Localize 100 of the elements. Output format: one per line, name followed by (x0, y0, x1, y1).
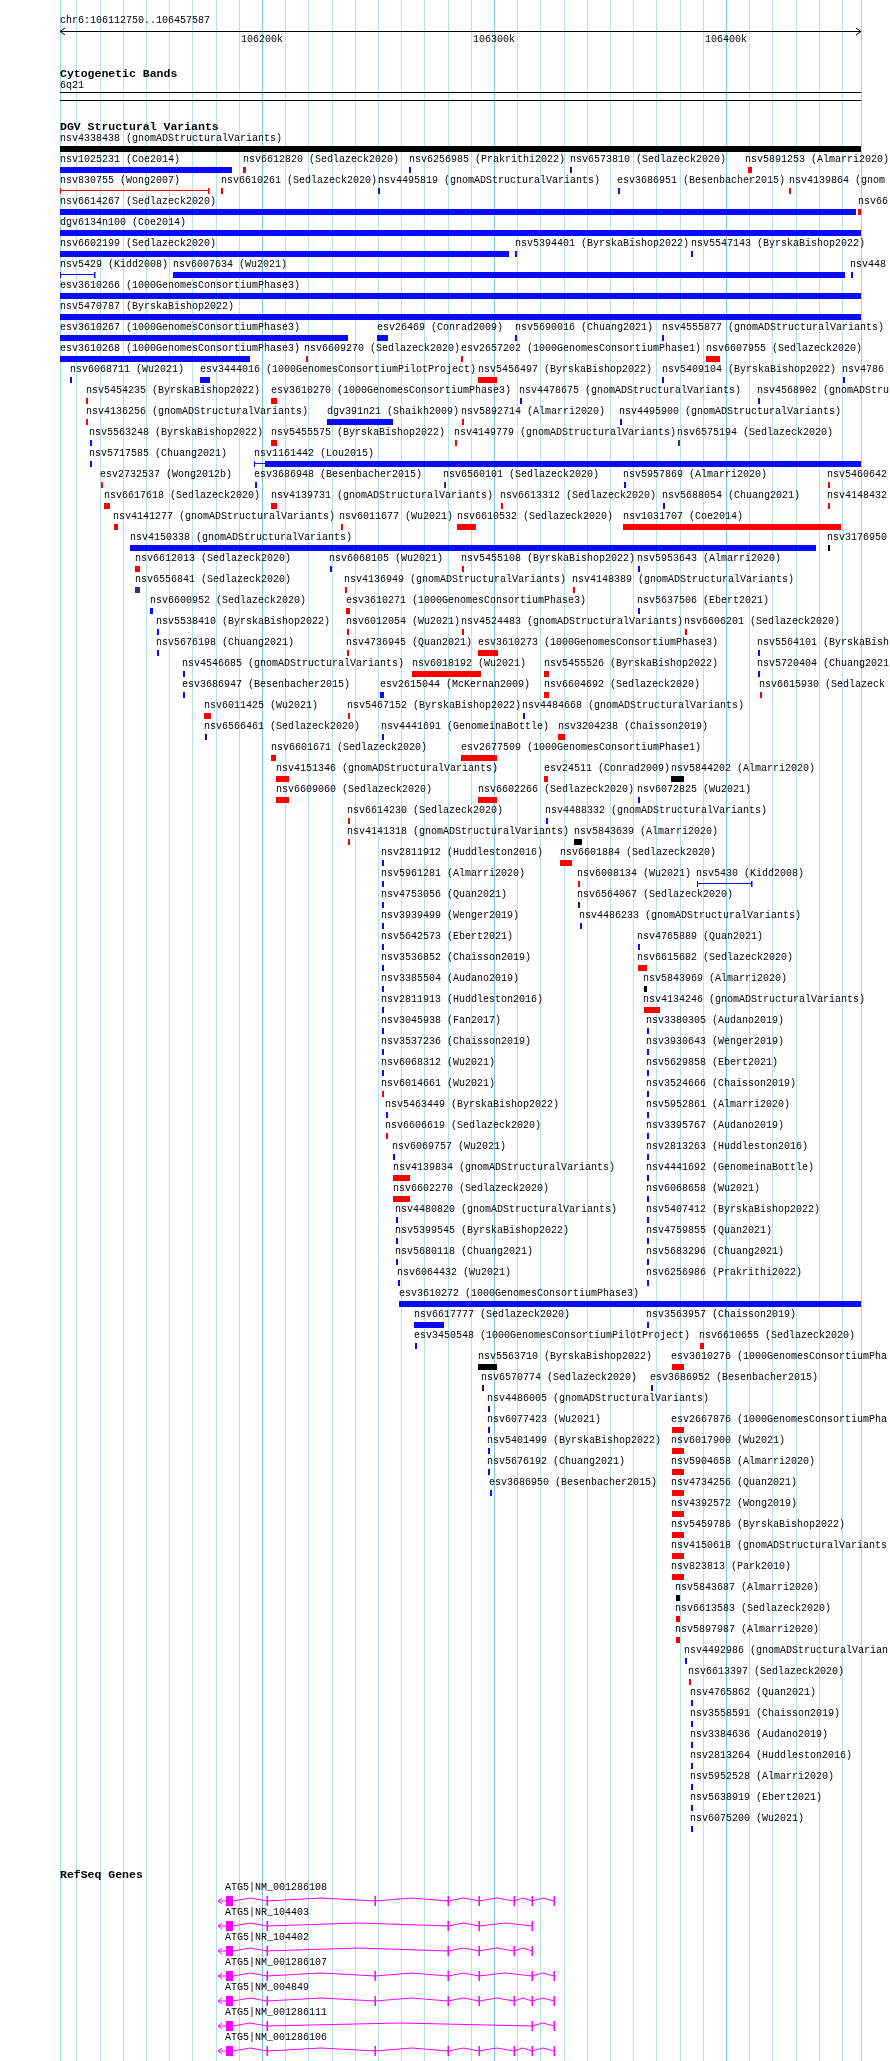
variant-label: nsv6609060 (Sedlazeck2020) (276, 784, 433, 796)
variant-label: esv3686950 (Besenbacher2015) (489, 1477, 658, 1489)
variant-label: nsv6069757 (Wu2021) (392, 1141, 507, 1153)
variant-label: nsv3384636 (Audano2019) (690, 1729, 829, 1741)
variant-label: nsv4568902 (gnomADStru (757, 385, 890, 397)
variant-label: nsv6602266 (Sedlazeck2020) (478, 784, 635, 796)
variant-label: nsv5563710 (ByrskaBishop2022) (478, 1351, 653, 1363)
variant-label: nsv5401499 (ByrskaBishop2022) (487, 1435, 662, 1447)
variant-label: nsv6256985 (Prakrithi2022) (409, 154, 566, 166)
variant-label: nsv5688054 (Chuang2021) (662, 490, 801, 502)
variant-label: esv2657202 (1000GenomesConsortiumPhase1) (461, 343, 702, 355)
track-title: RefSeq Genes (60, 1868, 143, 1881)
variant-label: nsv6014661 (Wu2021) (381, 1078, 496, 1090)
variant-label: nsv3176950 (827, 532, 887, 544)
variant-label: nsv4151346 (gnomADStructuralVariants) (276, 763, 499, 775)
variant-label: nsv4149779 (gnomADStructuralVariants) (454, 427, 677, 439)
variant-label: nsv6256986 (Prakrithi2022) (646, 1267, 803, 1279)
variant-label: nsv5455575 (ByrskaBishop2022) (271, 427, 446, 439)
variant-label: nsv4753056 (Quan2021) (381, 889, 508, 901)
variant-label: nsv66 (858, 196, 888, 208)
variant-label: nsv6609270 (Sedlazeck2020) (304, 343, 461, 355)
variant-label: esv3686947 (Besenbacher2015) (182, 679, 351, 691)
variant-label: nsv5547143 (ByrskaBishop2022) (691, 238, 866, 250)
variant-label: nsv3537236 (Chaisson2019) (381, 1036, 532, 1048)
variant-label: nsv3536852 (Chaisson2019) (381, 952, 532, 964)
variant-label: nsv5460642 (827, 469, 887, 481)
variant-label: nsv5455108 (ByrskaBishop2022) (461, 553, 636, 565)
variant-label: nsv6075200 (Wu2021) (690, 1813, 805, 1825)
variant-label: nsv6007634 (Wu2021) (173, 259, 288, 271)
variant-label: nsv6072825 (Wu2021) (637, 784, 752, 796)
variant-label: nsv4139864 (gnom (789, 175, 885, 187)
variant-label: nsv6613397 (Sedlazeck2020) (688, 1666, 845, 1678)
variant-label: nsv5843639 (Almarri2020) (574, 826, 719, 838)
variant-label: nsv5897987 (Almarri2020) (675, 1624, 820, 1636)
variant-label: nsv6011425 (Wu2021) (204, 700, 319, 712)
variant-label: nsv5454235 (ByrskaBishop2022) (86, 385, 261, 397)
transcript-label: ATG5|NM_001286107 (225, 1957, 328, 1969)
variant-label: nsv4136256 (gnomADStructuralVariants) (86, 406, 309, 418)
variant-label: nsv4480820 (gnomADStructuralVariants) (395, 1204, 618, 1216)
variant-label: nsv6573810 (Sedlazeck2020) (570, 154, 727, 166)
variant-label: nsv6600952 (Sedlazeck2020) (150, 595, 307, 607)
variant-label: nsv6610655 (Sedlazeck2020) (699, 1330, 856, 1342)
variant-label: nsv5637506 (Ebert2021) (637, 595, 770, 607)
variant-label: esv24511 (Conrad2009) (544, 763, 671, 775)
variant-label: nsv3939499 (Wenger2019) (381, 910, 520, 922)
variant-label: nsv4141318 (gnomADStructuralVariants) (347, 826, 570, 838)
variant-label: nsv823813 (Park2010) (671, 1561, 792, 1573)
variant-label: esv3686948 (Besenbacher2015) (254, 469, 423, 481)
variant-label: nsv6068105 (Wu2021) (329, 553, 444, 565)
variant-label: nsv5638919 (Ebert2021) (690, 1792, 823, 1804)
variant-label: nsv5538410 (ByrskaBishop2022) (156, 616, 331, 628)
variant-label: nsv4492986 (gnomADStructuralVarian (684, 1645, 889, 1657)
variant-label: nsv2811913 (Huddleston2016) (381, 994, 544, 1006)
variant-label: nsv6602199 (Sedlazeck2020) (60, 238, 217, 250)
variant-label: nsv6614267 (Sedlazeck2020) (60, 196, 217, 208)
variant-label: esv3610268 (1000GenomesConsortiumPhase3) (60, 343, 301, 355)
variant-label: nsv3045938 (Fan2017) (381, 1015, 502, 1027)
variant-label: nsv4338438 (gnomADStructuralVariants) (60, 133, 283, 145)
variant-label: nsv4148432 (827, 490, 887, 502)
variant-label: nsv6604692 (Sedlazeck2020) (544, 679, 701, 691)
variant-label: nsv4139834 (gnomADStructuralVariants) (393, 1162, 616, 1174)
variant-label: nsv5904658 (Almarri2020) (671, 1456, 816, 1468)
variant-label: nsv6017900 (Wu2021) (671, 1435, 786, 1447)
variant-label: nsv4736945 (Quan2021) (346, 637, 473, 649)
band-label: 6q21 (60, 80, 84, 92)
variant-label: nsv1025231 (Coe2014) (60, 154, 181, 166)
variant-label: esv3450548 (1000GenomesConsortiumPilotProject) (414, 1330, 691, 1342)
variant-label: nsv5843969 (Almarri2020) (643, 973, 788, 985)
variant-label: nsv6606201 (Sedlazeck2020) (684, 616, 841, 628)
variant-label: nsv5409104 (ByrskaBishop2022) (662, 364, 837, 376)
variant-label: nsv5690016 (Chuang2021) (515, 322, 654, 334)
variant-label: esv3686952 (Besenbacher2015) (650, 1372, 819, 1384)
variant-label: nsv2813263 (Huddleston2016) (646, 1141, 809, 1153)
variant-label: nsv4148389 (gnomADStructuralVariants) (572, 574, 795, 586)
variant-label: esv2615044 (McKernan2009) (380, 679, 531, 691)
track-title: DGV Structural Variants (60, 120, 219, 133)
variant-label: nsv3558591 (Chaisson2019) (690, 1708, 841, 1720)
variant-label: nsv6064432 (Wu2021) (397, 1267, 512, 1279)
variant-label: esv3610276 (1000GenomesConsortiumPha (671, 1351, 888, 1363)
variant-label: nsv5720404 (Chuang2021 (757, 658, 890, 670)
variant-label: nsv5407412 (ByrskaBishop2022) (646, 1204, 821, 1216)
variant-label: nsv5564101 (ByrskaBish (757, 637, 890, 649)
variant-label: nsv4478675 (gnomADStructuralVariants) (519, 385, 742, 397)
variant-label: nsv4441691 (GenomeinaBottle) (381, 721, 550, 733)
variant-label: nsv5961281 (Almarri2020) (381, 868, 526, 880)
variant-label: nsv6612820 (Sedlazeck2020) (243, 154, 400, 166)
variant-label: nsv4486005 (gnomADStructuralVariants) (487, 1393, 710, 1405)
variant-label: nsv4786 (842, 364, 884, 376)
variant-label: nsv6012054 (Wu2021) (346, 616, 461, 628)
variant-label: nsv4150338 (gnomADStructuralVariants) (130, 532, 353, 544)
variant-label: nsv6018192 (Wu2021) (412, 658, 527, 670)
variant-label: nsv5843687 (Almarri2020) (675, 1582, 820, 1594)
variant-label: nsv6575194 (Sedlazeck2020) (677, 427, 834, 439)
variant-label: nsv5642573 (Ebert2021) (381, 931, 514, 943)
variant-label: nsv6613312 (Sedlazeck2020) (500, 490, 657, 502)
variant-label: esv26469 (Conrad2009) (377, 322, 504, 334)
variant-label: esv3610273 (1000GenomesConsortiumPhase3) (478, 637, 719, 649)
variant-label: nsv4441692 (GenomeinaBottle) (646, 1162, 815, 1174)
variant-label: nsv4486233 (gnomADStructuralVariants) (579, 910, 802, 922)
variant-label: nsv5844202 (Almarri2020) (671, 763, 816, 775)
